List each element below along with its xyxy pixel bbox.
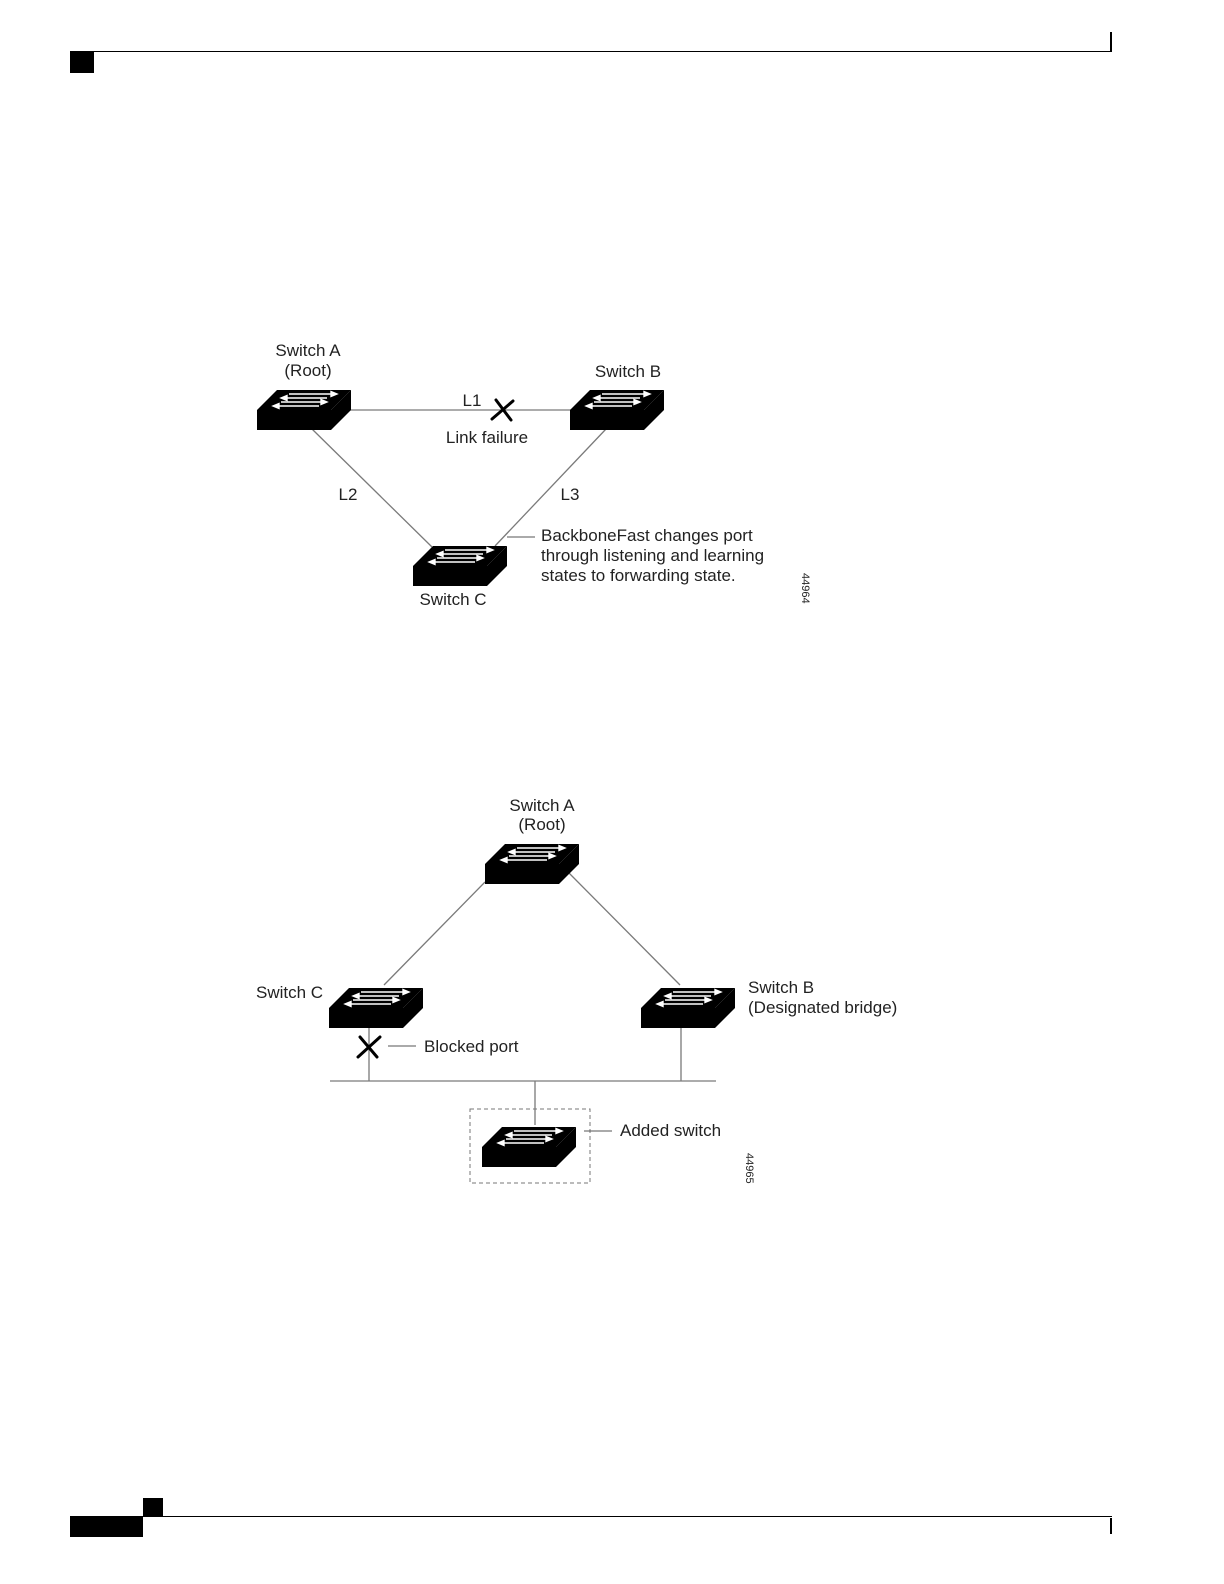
switch-c-label: Switch C <box>256 983 323 1002</box>
switch-a-role: (Root) <box>518 815 565 834</box>
switch-a-icon <box>257 390 351 430</box>
blocked-port-label: Blocked port <box>424 1037 519 1056</box>
switch-a-label: Switch A <box>509 796 575 815</box>
figure-id-1: 44964 <box>799 573 811 604</box>
switch-a-label: Switch A <box>275 341 341 360</box>
note-line-1: BackboneFast changes port <box>541 526 753 545</box>
note-line-3: states to forwarding state. <box>541 566 736 585</box>
diagram2: Switch A (Root) Switch C Switch B (Desig… <box>256 796 897 1184</box>
switch-b-icon <box>570 390 664 430</box>
switch-c-label: Switch C <box>419 590 486 609</box>
switch-c-icon <box>413 546 507 586</box>
switch-a-role: (Root) <box>284 361 331 380</box>
switch-b-label: Switch B <box>595 362 661 381</box>
link-failure-label: Link failure <box>446 428 528 447</box>
link-l2 <box>312 429 432 547</box>
switch-c-icon <box>329 988 423 1028</box>
link-l3-label: L3 <box>561 485 580 504</box>
link-l2-label: L2 <box>339 485 358 504</box>
diagram1: Switch A (Root) Switch B Switch C L1 L2 … <box>257 341 811 609</box>
switch-b-icon <box>641 988 735 1028</box>
link-a-b <box>568 872 680 985</box>
switch-b-label: Switch B <box>748 978 814 997</box>
added-switch-icon <box>482 1127 576 1167</box>
added-switch-label: Added switch <box>620 1121 721 1140</box>
figure-id-2: 44965 <box>743 1153 755 1184</box>
link-l1-label: L1 <box>463 391 482 410</box>
switch-a-icon <box>485 844 579 884</box>
switch-b-role: (Designated bridge) <box>748 998 897 1017</box>
link-a-c <box>384 882 485 985</box>
note-line-2: through listening and learning <box>541 546 764 565</box>
